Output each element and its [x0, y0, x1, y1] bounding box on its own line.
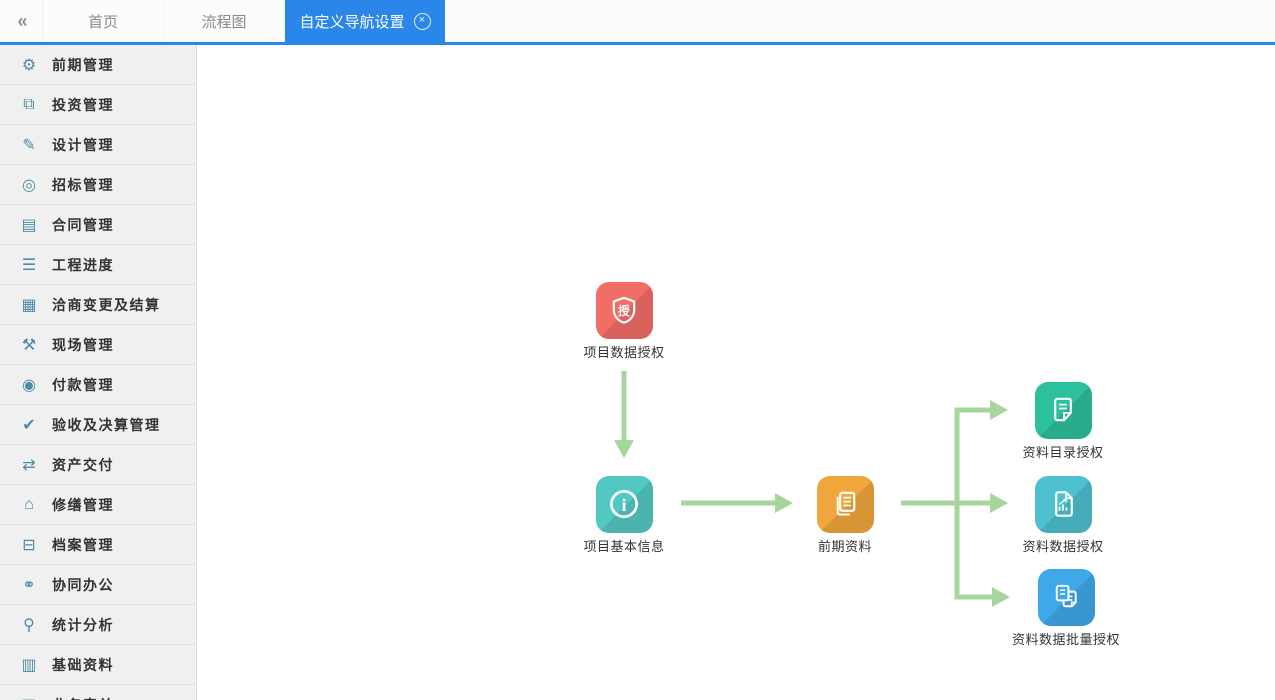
- sidebar-item-label: 统计分析: [52, 616, 114, 633]
- flow-node-label: 资料目录授权: [1022, 445, 1104, 460]
- sidebar-item-7[interactable]: ▦ 洽商变更及结算: [0, 285, 196, 325]
- sidebar-item-11[interactable]: ⇄ 资产交付: [0, 445, 196, 485]
- sidebar-item-6[interactable]: ☰ 工程进度: [0, 245, 196, 285]
- sidebar-item-8[interactable]: ⚒ 现场管理: [0, 325, 196, 365]
- pen-icon: ✎: [22, 136, 36, 154]
- sidebar-item-15[interactable]: ⚲ 统计分析: [0, 605, 196, 645]
- sidebar-item-3[interactable]: ✎ 设计管理: [0, 125, 196, 165]
- sidebar-item-5[interactable]: ▤ 合同管理: [0, 205, 196, 245]
- shield-auth-icon[interactable]: 授: [595, 281, 653, 339]
- sidebar-item-17[interactable]: ▤ 业务表单: [0, 685, 196, 700]
- sidebar-item-label: 现场管理: [52, 336, 114, 353]
- org-chart-icon: ⧉: [23, 95, 35, 113]
- sidebar-item-label: 前期管理: [52, 56, 114, 73]
- flow-node-label: 前期资料: [817, 539, 872, 554]
- doc-copy-icon[interactable]: [1037, 568, 1095, 626]
- sidebar-item-label: 修缮管理: [52, 496, 114, 513]
- basic-data-doc-icon: ▥: [21, 656, 37, 674]
- sidebar-item-16[interactable]: ▥ 基础资料: [0, 645, 196, 685]
- sidebar-item-label: 档案管理: [52, 536, 114, 553]
- collaboration-icon: ⚭: [22, 576, 36, 594]
- sidebar-item-13[interactable]: ⊟ 档案管理: [0, 525, 196, 565]
- sidebar-item-4[interactable]: ◎ 招标管理: [0, 165, 196, 205]
- repair-house-icon: ⌂: [24, 495, 34, 513]
- sidebar-item-label: 工程进度: [52, 256, 114, 273]
- sidebar-item-1[interactable]: ⚙ 前期管理: [0, 45, 196, 85]
- gear-icon: ⚙: [21, 56, 37, 74]
- site-tools-icon: ⚒: [21, 336, 37, 354]
- sidebar-item-2[interactable]: ⧉ 投资管理: [0, 85, 196, 125]
- close-tab-icon[interactable]: ×: [413, 12, 431, 30]
- tab-flowchart[interactable]: 流程图: [164, 0, 285, 42]
- tab-home[interactable]: 首页: [43, 0, 164, 42]
- calculator-icon: ▦: [21, 296, 37, 314]
- sidebar-item-label: 验收及决算管理: [52, 416, 161, 433]
- tab-label: 自定义导航设置: [299, 13, 405, 31]
- sidebar-nav: ⚙ 前期管理 ⧉ 投资管理 ✎ 设计管理 ◎ 招标管理 ▤ 合同管理 ☰ 工程进度 ▦ 洽商变更及结算 ⚒ 现…: [0, 45, 197, 700]
- transfer-arrows-icon: ⇄: [22, 456, 36, 474]
- target-icon: ◎: [22, 176, 36, 194]
- sidebar-item-label: 基础资料: [52, 656, 114, 673]
- archive-box-icon: ⊟: [22, 536, 36, 554]
- sidebar-item-label: 招标管理: [52, 176, 114, 193]
- flow-node-label: 资料数据批量授权: [1011, 632, 1120, 647]
- flow-node-label: 项目基本信息: [583, 539, 665, 554]
- info-icon[interactable]: i: [595, 475, 653, 533]
- svg-text:授: 授: [618, 304, 630, 318]
- contract-doc-icon: ▤: [21, 216, 37, 234]
- sidebar-item-label: 合同管理: [52, 216, 114, 233]
- payment-coin-icon: ◉: [22, 376, 36, 394]
- svg-text:i: i: [622, 495, 627, 515]
- sidebar-item-label: 业务表单: [52, 695, 114, 700]
- sidebar-item-label: 投资管理: [52, 96, 114, 113]
- sidebar-item-14[interactable]: ⚭ 协同办公: [0, 565, 196, 605]
- sidebar-item-label: 付款管理: [52, 376, 114, 393]
- sidebar-item-label: 设计管理: [52, 136, 114, 153]
- sidebar-item-label: 洽商变更及结算: [52, 296, 161, 313]
- documents-icon[interactable]: [816, 475, 874, 533]
- doc-edit-icon[interactable]: [1034, 381, 1092, 439]
- progress-list-icon: ☰: [21, 256, 37, 274]
- sidebar-item-9[interactable]: ◉ 付款管理: [0, 365, 196, 405]
- sidebar-item-label: 资产交付: [52, 456, 114, 473]
- collapse-sidebar-button[interactable]: «: [0, 0, 43, 42]
- sidebar-item-label: 协同办公: [52, 576, 114, 593]
- form-doc-icon: ▤: [17, 695, 41, 700]
- tab-bar: « 首页 流程图 自定义导航设置 ×: [0, 0, 1275, 45]
- analysis-magnifier-icon: ⚲: [23, 616, 35, 634]
- sidebar-item-12[interactable]: ⌂ 修缮管理: [0, 485, 196, 525]
- check-circle-icon: ✔: [22, 416, 36, 434]
- flow-node-label: 项目数据授权: [583, 345, 665, 360]
- doc-chart-icon[interactable]: [1034, 475, 1092, 533]
- sidebar-item-10[interactable]: ✔ 验收及决算管理: [0, 405, 196, 445]
- flow-node-label: 资料数据授权: [1022, 539, 1104, 554]
- tab-custom-nav-settings[interactable]: 自定义导航设置 ×: [285, 0, 445, 42]
